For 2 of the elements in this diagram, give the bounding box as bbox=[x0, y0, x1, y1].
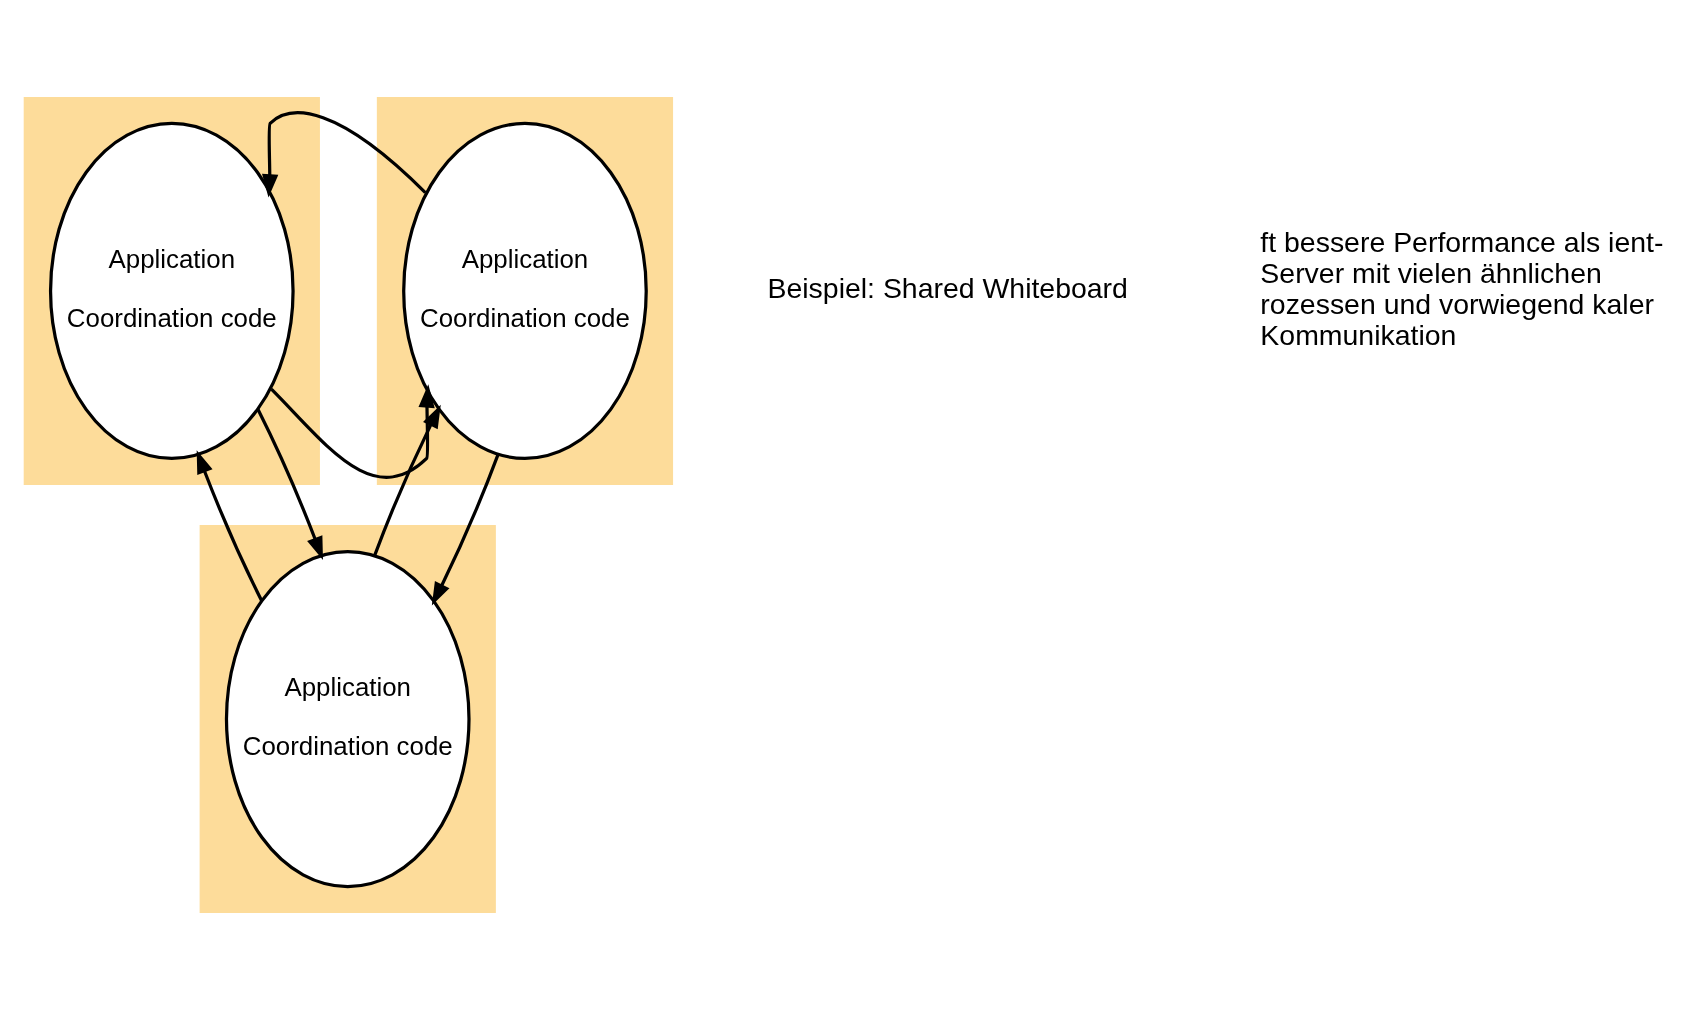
label: ft bessere Performance als ient-Server mit vielen ähnlichen rozessen und vorwiegend kaler Kommunikation bbox=[1260, 225, 1664, 351]
label: Beispiel: Shared Whiteboard bbox=[767, 272, 1128, 305]
